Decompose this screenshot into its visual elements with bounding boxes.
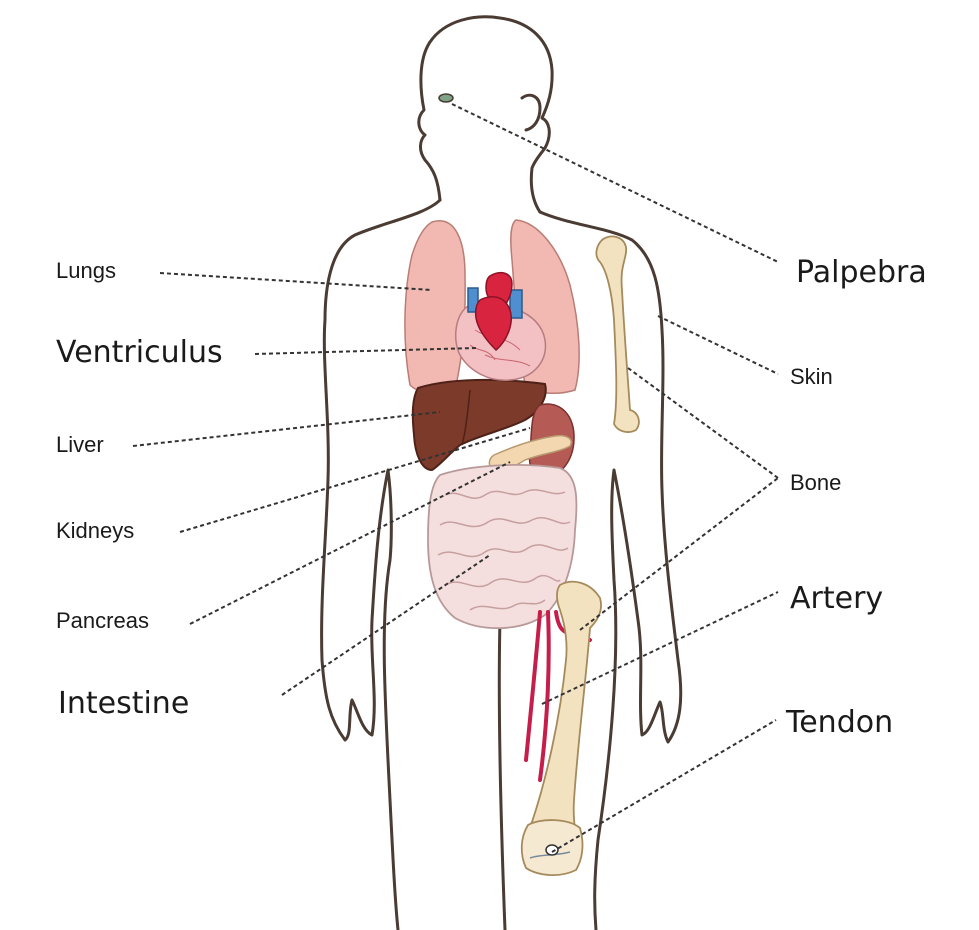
inner-leg-outline: [499, 620, 505, 930]
label-skin: Skin: [790, 366, 833, 388]
leader-tendon: [552, 720, 776, 852]
humerus: [596, 236, 639, 432]
head-outline: [419, 17, 552, 212]
intestine: [428, 465, 576, 628]
eye: [439, 94, 453, 102]
leader-skin: [658, 316, 778, 374]
label-artery: Artery: [782, 578, 891, 620]
ear-outline: [522, 95, 540, 130]
label-intestine: Intestine: [50, 683, 197, 725]
label-kidneys: Kidneys: [56, 520, 134, 542]
label-tendon: Tendon: [778, 702, 901, 744]
leader-liver: [133, 412, 440, 446]
label-liver: Liver: [56, 434, 104, 456]
label-pancreas: Pancreas: [56, 610, 149, 632]
left-lung: [405, 221, 465, 393]
label-palpebra: Palpebra: [788, 252, 935, 294]
label-ventriculus: Ventriculus: [48, 332, 231, 374]
leader-bone-humerus: [628, 368, 778, 478]
label-bone: Bone: [790, 472, 841, 494]
label-lungs: Lungs: [56, 260, 116, 282]
leader-lungs: [160, 273, 432, 290]
